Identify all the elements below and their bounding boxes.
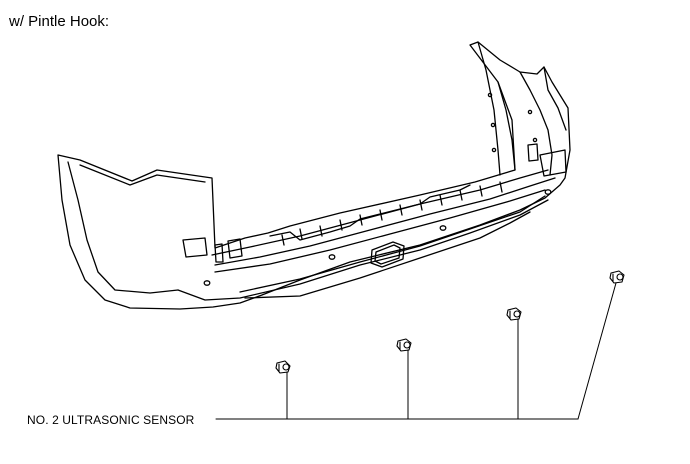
ultrasonic-sensor-3 [506, 307, 522, 321]
ultrasonic-sensor-1 [275, 360, 291, 374]
ultrasonic-sensor-label: NO. 2 ULTRASONIC SENSOR [27, 413, 195, 427]
callout-leader-lines [215, 282, 617, 420]
ultrasonic-sensor-4 [609, 270, 625, 284]
diagram-heading: w/ Pintle Hook: [9, 13, 110, 30]
rear-bumper-cover [57, 41, 571, 310]
ultrasonic-sensor-2 [396, 338, 412, 352]
